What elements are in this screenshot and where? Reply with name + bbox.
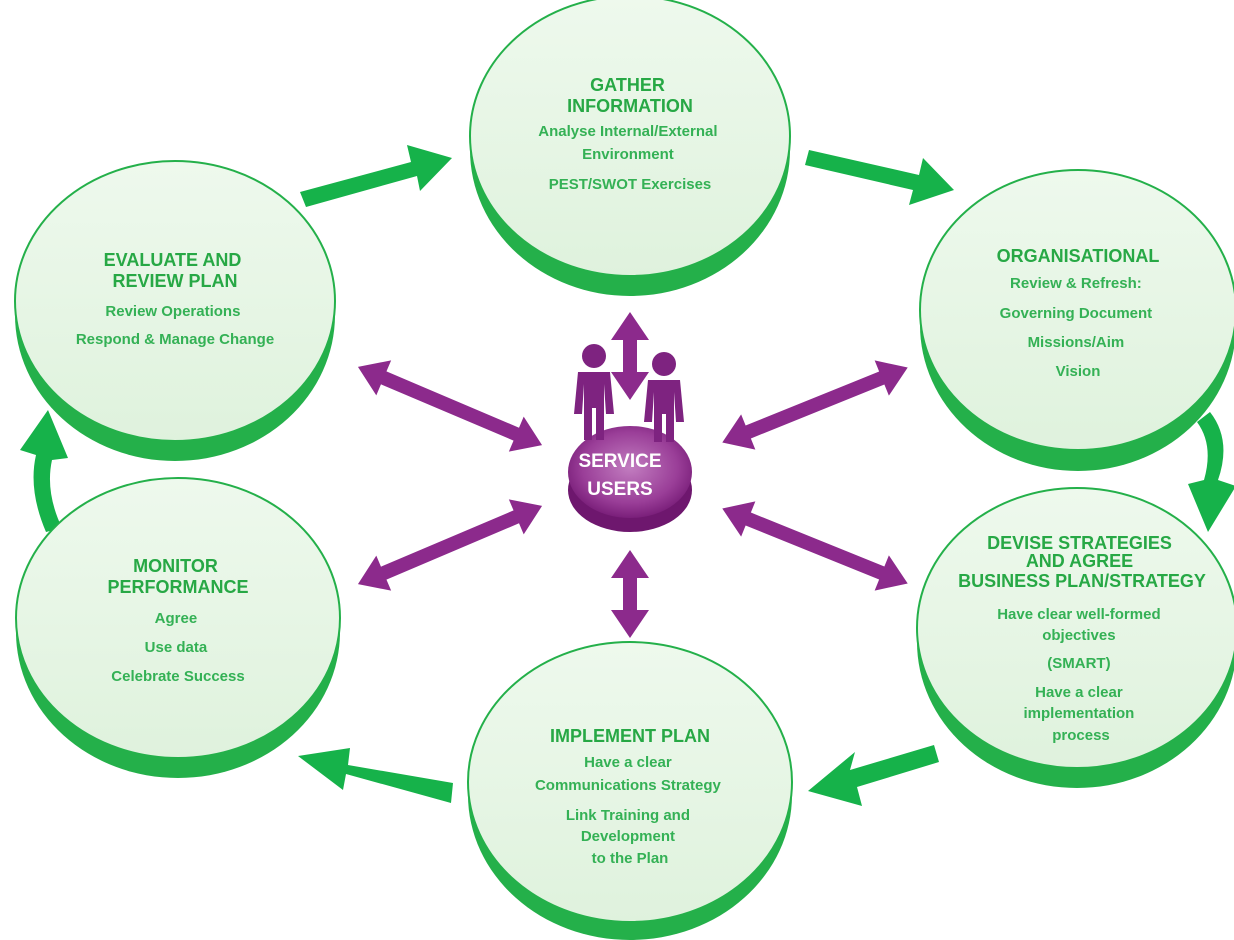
node-disc	[469, 0, 791, 277]
double-arrow-center-monitor	[357, 499, 543, 591]
item-line: process	[1052, 727, 1110, 744]
item-line: Have a clear	[1035, 684, 1123, 701]
node-items: Review & Refresh: Governing Document Mis…	[1000, 275, 1157, 380]
item-line: Celebrate Success	[111, 668, 244, 685]
item-line: Review Operations	[105, 303, 240, 320]
node-items: Agree Use data Celebrate Success	[111, 610, 244, 685]
node-title: DEVISE STRATEGIES AND AGREE BUSINESS PLA…	[958, 533, 1206, 591]
node-title: ORGANISATIONAL	[997, 246, 1160, 266]
node-disc	[14, 160, 336, 442]
node-items: Analyse Internal/External Environment PE…	[538, 123, 721, 193]
node-disc	[15, 477, 341, 759]
item-line: Link Training and	[566, 807, 690, 824]
hub-label-line1: SERVICE	[578, 451, 661, 472]
item-line: PEST/SWOT Exercises	[549, 176, 712, 193]
title-line: PERFORMANCE	[107, 577, 248, 597]
item-line: Analyse Internal/External	[538, 123, 717, 140]
cycle-arrow-implement-to-monitor	[298, 748, 453, 803]
cycle-arrow-organisational-to-devise	[1188, 412, 1234, 532]
double-arrow-center-devise	[722, 501, 908, 591]
node-gather-information: GATHER INFORMATION Analyse Internal/Exte…	[469, 0, 791, 296]
node-devise-strategies: DEVISE STRATEGIES AND AGREE BUSINESS PLA…	[916, 487, 1234, 788]
title-line: REVIEW PLAN	[112, 271, 237, 291]
title-line: INFORMATION	[567, 96, 693, 116]
item-line: Respond & Manage Change	[76, 331, 274, 348]
item-line: Have a clear	[584, 754, 672, 771]
node-items: Review Operations Respond & Manage Chang…	[76, 303, 274, 348]
node-implement-plan: IMPLEMENT PLAN Have a clear Communicatio…	[467, 641, 793, 940]
double-arrow-center-organisational	[722, 360, 908, 450]
double-arrow-center-evaluate	[357, 360, 543, 452]
node-title: IMPLEMENT PLAN	[550, 726, 710, 746]
node-items: Have clear well-formed objectives (SMART…	[997, 606, 1165, 744]
title-line: GATHER	[590, 75, 665, 95]
item-line: Environment	[582, 146, 674, 163]
item-line: Agree	[155, 610, 198, 627]
cycle-arrows	[20, 145, 1234, 806]
title-line: MONITOR	[133, 556, 218, 576]
title-line: AND AGREE	[1026, 551, 1133, 571]
item-line: Review & Refresh:	[1010, 275, 1142, 292]
title-line: ORGANISATIONAL	[997, 246, 1160, 266]
node-title: EVALUATE AND REVIEW PLAN	[104, 250, 247, 291]
node-title: MONITOR PERFORMANCE	[107, 556, 248, 597]
item-line: Have clear well-formed	[997, 606, 1160, 623]
hub-disc	[568, 426, 692, 518]
service-user-arrows	[357, 312, 908, 638]
service-users-hub: SERVICE USERS	[568, 344, 692, 532]
node-organisational: ORGANISATIONAL Review & Refresh: Governi…	[919, 169, 1234, 471]
cycle-arrow-monitor-to-evaluate	[20, 410, 68, 532]
double-arrow-center-gather	[611, 312, 649, 400]
title-line: BUSINESS PLAN/STRATEGY	[958, 571, 1206, 591]
node-disc	[467, 641, 793, 923]
item-line: to the Plan	[592, 850, 669, 867]
title-line: EVALUATE AND	[104, 250, 242, 270]
item-line: Communications Strategy	[535, 777, 722, 794]
node-disc	[916, 487, 1234, 769]
node-monitor-performance: MONITOR PERFORMANCE Agree Use data Celeb…	[15, 477, 341, 778]
cycle-arrow-devise-to-implement	[808, 745, 939, 806]
double-arrow-center-implement	[611, 550, 649, 638]
node-evaluate-review-plan: EVALUATE AND REVIEW PLAN Review Operatio…	[14, 160, 336, 461]
cycle-arrow-gather-to-organisational	[805, 150, 954, 205]
item-line: Development	[581, 828, 675, 845]
item-line: implementation	[1023, 705, 1134, 722]
item-line: Missions/Aim	[1028, 334, 1125, 351]
item-line: Vision	[1056, 363, 1101, 380]
node-disc	[919, 169, 1234, 451]
title-line: DEVISE STRATEGIES	[987, 533, 1172, 553]
item-line: Use data	[145, 639, 208, 656]
hub-label-line2: USERS	[587, 479, 652, 500]
people-icon	[574, 344, 684, 442]
item-line: Governing Document	[1000, 305, 1153, 322]
item-line: objectives	[1042, 627, 1115, 644]
item-line: (SMART)	[1047, 655, 1110, 672]
title-line: IMPLEMENT PLAN	[550, 726, 710, 746]
node-items: Have a clear Communications Strategy Lin…	[535, 754, 725, 867]
cycle-arrow-evaluate-to-gather	[300, 145, 452, 207]
node-title: GATHER INFORMATION	[567, 75, 693, 116]
